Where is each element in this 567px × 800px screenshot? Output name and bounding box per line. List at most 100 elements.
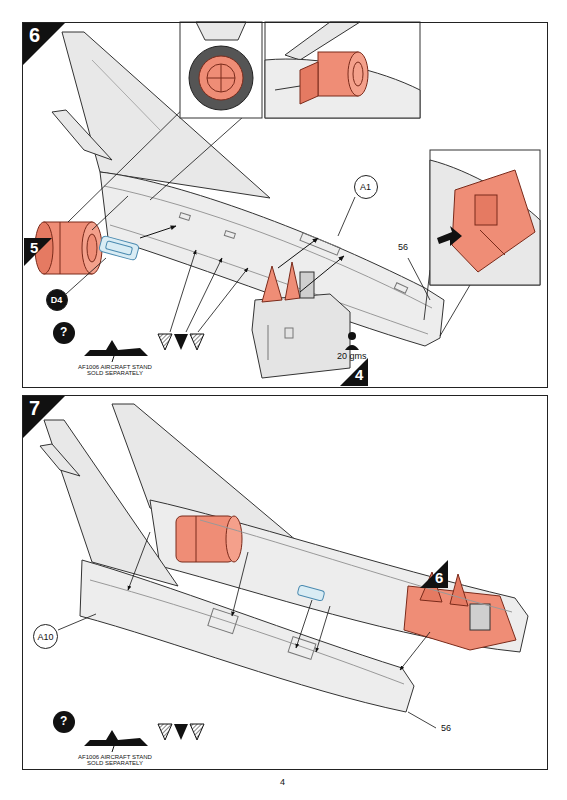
substep-triangle — [24, 238, 368, 386]
cockpit-tub — [285, 328, 293, 338]
fuselage-left-half — [40, 420, 414, 712]
substep-triangle — [24, 238, 52, 266]
step-corner — [22, 22, 66, 66]
leader-line — [68, 96, 196, 222]
canopy-part — [140, 226, 176, 238]
cockpit-tub — [300, 256, 344, 292]
tail-fin — [52, 110, 112, 160]
part-number: A10 — [37, 632, 53, 642]
leader-line — [408, 712, 436, 728]
fuselage-left-half — [44, 420, 178, 586]
inset-engine-side — [348, 52, 368, 96]
cockpit-tub — [268, 325, 269, 360]
step-panel: 6A1D4 — [22, 22, 548, 388]
weight-note: 20 gms — [337, 352, 367, 361]
inset-engine-rear — [196, 22, 246, 40]
inset-engine-rear — [207, 78, 235, 79]
fuselage-right-half — [450, 574, 468, 606]
leader-line — [408, 258, 430, 300]
inset-frame — [180, 22, 540, 285]
fuselage-half — [179, 213, 190, 221]
inset-engine-side — [265, 22, 420, 118]
glue-arrows — [170, 250, 248, 332]
fuselage-half — [300, 233, 340, 255]
fuselage-right-half — [200, 520, 512, 612]
cockpit-tub — [300, 272, 314, 298]
leader-line — [66, 96, 470, 336]
glue-arrows — [186, 258, 222, 332]
leader-line — [58, 532, 436, 728]
leader-line — [58, 614, 96, 630]
help-icon — [84, 340, 148, 356]
fuselage-right-half — [196, 516, 197, 562]
fuselage-left-half — [208, 608, 238, 633]
inset-cockpit — [452, 170, 535, 272]
fuselage-right-half — [297, 585, 325, 601]
help-icon — [112, 746, 114, 752]
leader-line — [296, 600, 312, 648]
canopy-part — [99, 226, 176, 261]
leader-line — [338, 197, 355, 236]
part-number: A1 — [360, 182, 371, 192]
fuselage-half — [394, 283, 407, 294]
inset-frame — [180, 22, 262, 118]
cockpit-tub — [252, 294, 350, 378]
stand-note: AF1006 AIRCRAFT STAND SOLD SEPARATELY — [72, 754, 158, 767]
part-callout: A1 — [354, 175, 378, 199]
step-panel: 7A10 — [22, 395, 548, 770]
tail-fin — [92, 60, 160, 130]
cockpit-tub — [252, 238, 350, 378]
inset-cockpit — [430, 160, 540, 285]
help-symbol: ? — [60, 326, 67, 339]
step-number: 6 — [29, 24, 40, 46]
inset-cockpit — [475, 195, 497, 225]
substep-triangle — [420, 560, 448, 588]
help-icon — [174, 724, 188, 740]
leader-line — [440, 285, 470, 336]
inset-engine-side — [353, 62, 363, 86]
help-icon — [53, 322, 204, 362]
jet-pipe — [60, 222, 61, 274]
fuselage-left-half — [90, 580, 404, 684]
inset-cockpit — [480, 230, 505, 255]
fuselage-left-half — [288, 637, 316, 660]
inset-frame — [430, 150, 540, 285]
leader-line — [316, 606, 330, 652]
cockpit-tub — [278, 238, 318, 268]
help-symbol: ? — [60, 715, 67, 728]
inset-cockpit — [430, 160, 540, 285]
inset-engine-rear — [189, 46, 253, 110]
step-number: 7 — [29, 397, 40, 419]
help-icon — [84, 730, 148, 746]
leader-line — [92, 196, 128, 230]
inset-engine-rear — [189, 22, 253, 110]
leader-line — [128, 532, 150, 590]
fuselage-half — [104, 186, 432, 308]
fuselage-right-half — [176, 516, 234, 562]
part-number: 56 — [440, 724, 452, 733]
fuselage-left-half — [80, 560, 414, 712]
part-number: 56 — [397, 243, 409, 252]
stand-note: AF1006 AIRCRAFT STAND SOLD SEPARATELY — [72, 364, 158, 377]
part-callout: D4 — [46, 289, 68, 311]
substep-triangle — [420, 560, 448, 588]
inset-engine-rear — [199, 56, 243, 100]
help-icon — [112, 356, 114, 362]
canopy-part — [105, 241, 132, 255]
part-callout: A10 — [33, 624, 58, 649]
help-icon — [53, 711, 204, 752]
leader-line — [66, 258, 106, 294]
weight-icon — [345, 345, 359, 350]
weight-icon — [348, 332, 356, 340]
inset-engine-rear — [207, 64, 235, 92]
fuselage-left-half — [40, 444, 80, 476]
weight-icon — [345, 332, 359, 350]
help-icon — [53, 711, 75, 733]
fuselage-right-half — [226, 516, 242, 562]
help-icon — [158, 724, 172, 740]
inset-frame — [265, 22, 420, 118]
fuselage-half — [224, 231, 235, 239]
